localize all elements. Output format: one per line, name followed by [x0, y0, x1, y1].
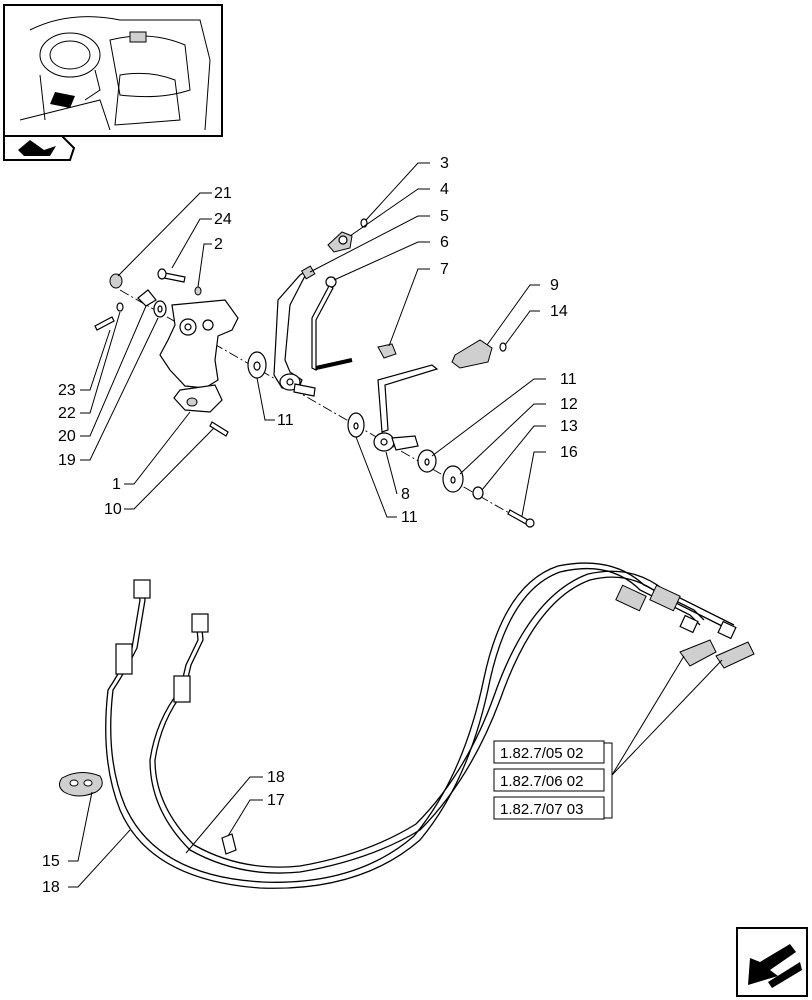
- part-5-lever: [273, 265, 316, 397]
- part-16-bolt: [507, 509, 535, 528]
- part-labels: 21 24 2 3 4 5 6 7 9 14 11 12 13 16 8 11 …: [42, 155, 578, 896]
- part-1-bracket: [159, 299, 239, 413]
- part-23-screw: [94, 316, 115, 331]
- reference-link[interactable]: 1.82.7/06 02: [493, 768, 605, 792]
- label-part-8: 8: [401, 486, 410, 503]
- reference-link[interactable]: 1.82.7/05 02: [493, 740, 605, 764]
- part-24-screw: [157, 268, 186, 283]
- label-part-19: 19: [58, 452, 76, 469]
- label-part-2: 2: [214, 236, 223, 253]
- leader-lines: [68, 162, 723, 888]
- part-17-clip: [221, 833, 237, 855]
- label-part-4: 4: [440, 181, 449, 198]
- part-18-cable: [105, 562, 705, 889]
- label-part-16: 16: [560, 444, 578, 461]
- label-part-7: 7: [440, 261, 449, 278]
- part-22-washer: [116, 302, 124, 312]
- label-part-6: 6: [440, 234, 449, 251]
- part-13-clip: [472, 486, 484, 500]
- label-part-18: 18: [42, 879, 60, 896]
- reference-text: 1.82.7/07 03: [500, 801, 583, 818]
- cable-adjuster: [615, 584, 737, 640]
- label-part-5: 5: [440, 208, 449, 225]
- reference-text: 1.82.7/05 02: [500, 745, 583, 762]
- label-part-9: 9: [550, 277, 559, 294]
- part-10-pin: [209, 421, 229, 437]
- label-part-3: 3: [440, 155, 449, 172]
- label-part-11: 11: [277, 412, 294, 429]
- label-part-14: 14: [550, 303, 568, 320]
- label-part-15: 15: [42, 853, 60, 870]
- reference-text: 1.82.7/06 02: [500, 773, 583, 790]
- part-11-washer: [247, 351, 267, 379]
- next-page-arrow-icon[interactable]: [736, 927, 808, 997]
- part-11-washer: [347, 412, 365, 438]
- label-part-1: 1: [112, 476, 121, 493]
- part-15-grommet: [58, 772, 103, 797]
- label-part-24: 24: [214, 211, 232, 228]
- label-part-17: 17: [267, 792, 285, 809]
- label-part-22: 22: [58, 405, 76, 422]
- reference-list: 1.82.7/05 02 1.82.7/06 02 1.82.7/07 03: [493, 740, 613, 820]
- label-part-23: 23: [58, 382, 76, 399]
- label-part-18: 18: [267, 769, 285, 786]
- part-4-knob: [327, 231, 353, 253]
- label-part-20: 20: [58, 428, 76, 445]
- tractor-cab-thumbnail[interactable]: [3, 4, 223, 137]
- part-18-cable: [149, 570, 735, 874]
- label-part-11: 11: [560, 371, 577, 388]
- part-12-washer: [442, 465, 464, 493]
- section-arrow-icon[interactable]: [3, 135, 76, 161]
- label-part-12: 12: [560, 396, 578, 413]
- part-19-washer: [153, 300, 167, 318]
- label-part-13: 13: [560, 418, 578, 435]
- part-2-pin: [194, 286, 202, 296]
- label-part-11: 11: [401, 509, 418, 526]
- label-part-21: 21: [214, 185, 232, 202]
- part-21-nut: [109, 273, 123, 289]
- part-8-lever: [373, 364, 439, 452]
- part-9-grip: [451, 339, 493, 369]
- part-11-washer: [417, 449, 437, 473]
- part-7-clip: [377, 343, 397, 359]
- part-6-rod: [311, 276, 353, 371]
- part-14-ring: [499, 342, 507, 352]
- reference-link[interactable]: 1.82.7/07 03: [493, 796, 605, 820]
- label-part-10: 10: [104, 501, 122, 518]
- part-20-clip: [137, 289, 157, 307]
- reference-plate: [679, 639, 755, 669]
